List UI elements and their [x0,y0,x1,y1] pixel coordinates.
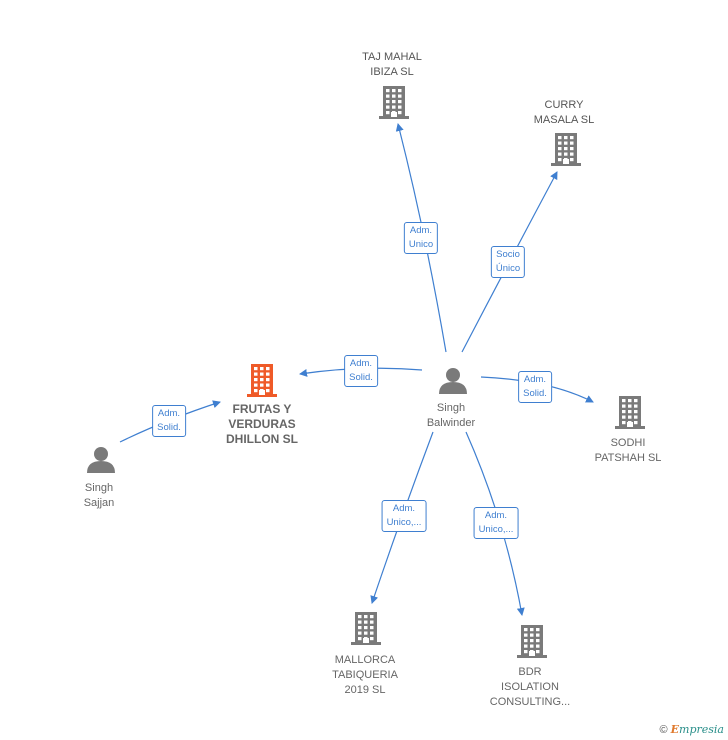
building-icon-frutas[interactable] [247,364,277,397]
building-icon-taj[interactable] [379,86,409,119]
node-label-taj[interactable]: TAJ MAHAL IBIZA SL [362,51,422,78]
edge-label-balwinder-to-mallorca[interactable]: Adm. Unico,... [381,500,427,532]
node-label-bdr[interactable]: BDR ISOLATION CONSULTING... [489,666,571,708]
edge-label-balwinder-to-sodhi[interactable]: Adm. Solid. [518,371,552,403]
person-icon-sajjan[interactable] [87,447,115,473]
node-label-sajjan[interactable]: Singh Sajjan [83,482,115,509]
edge-label-sajjan-to-frutas[interactable]: Adm. Solid. [152,405,186,437]
node-label-mallorca[interactable]: MALLORCA TABIQUERIA 2019 SL [332,654,398,696]
copyright-symbol: © [659,724,668,736]
person-icon-balwinder[interactable] [439,368,467,394]
edge-label-balwinder-to-curry[interactable]: Socio Único [490,246,526,278]
node-label-frutas[interactable]: FRUTAS Y VERDURAS DHILLON SL [226,402,298,446]
node-label-balwinder[interactable]: Singh Balwinder [426,402,476,429]
node-label-sodhi[interactable]: SODHI PATSHAH SL [594,437,662,464]
brand-logo[interactable]: Empresia [670,723,724,736]
node-label-curry[interactable]: CURRY MASALA SL [533,99,595,126]
building-icon-curry[interactable] [551,133,581,166]
building-icon-mallorca[interactable] [351,612,381,645]
building-icon-sodhi[interactable] [615,396,645,429]
edge-label-balwinder-to-frutas[interactable]: Adm. Solid. [344,355,378,387]
edge-label-balwinder-to-taj[interactable]: Adm. Unico [403,222,439,254]
building-icon-bdr[interactable] [517,625,547,658]
edge-label-balwinder-to-bdr[interactable]: Adm. Unico,... [473,507,519,539]
footer-brand: © Empresia [659,723,724,736]
